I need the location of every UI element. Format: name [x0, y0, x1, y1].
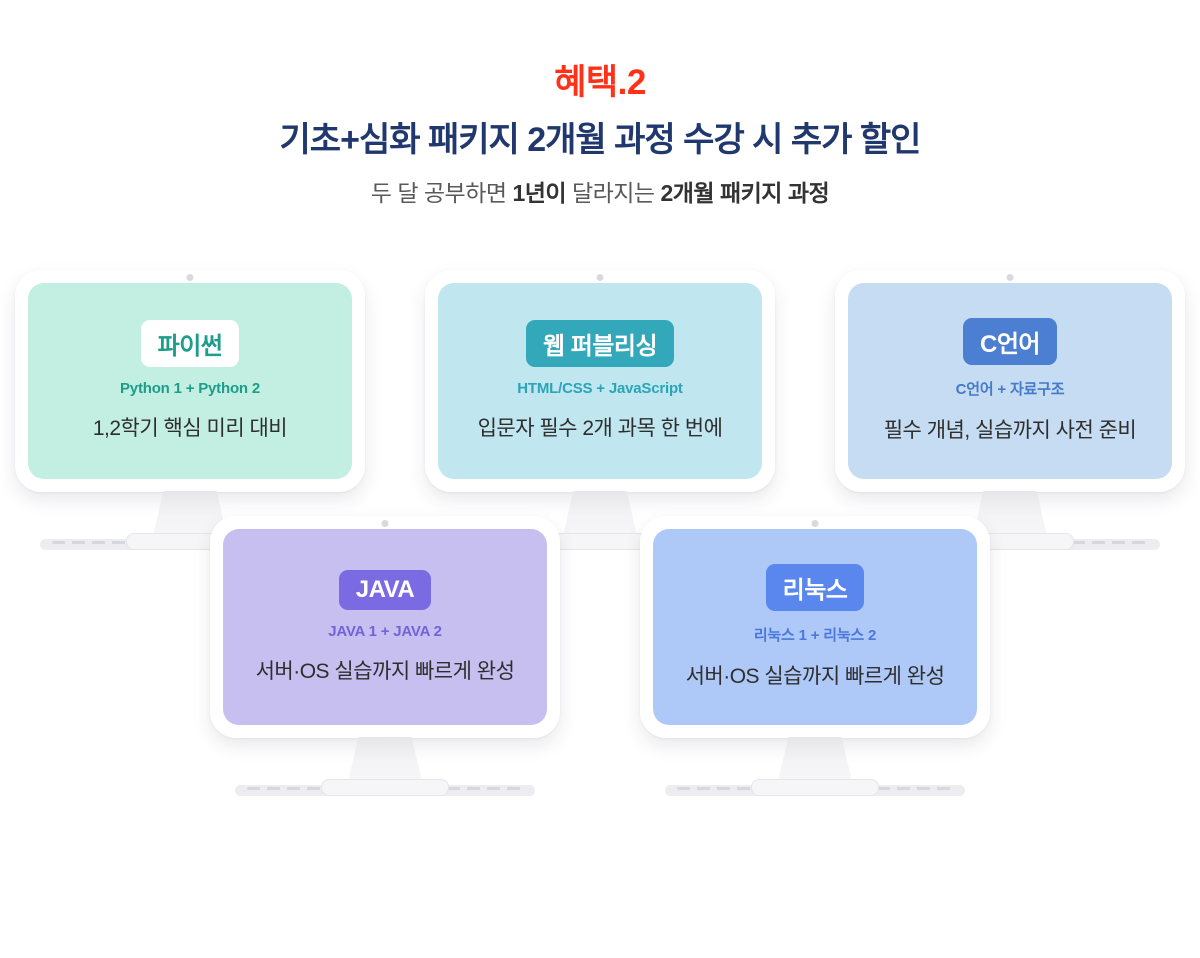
camera-dot-icon	[1006, 274, 1014, 281]
camera-dot-icon	[596, 274, 604, 281]
monitor-desk	[640, 779, 990, 804]
course-pair-label: Python 1 + Python 2	[120, 380, 260, 397]
course-pair-label: 리눅스 1 + 리눅스 2	[753, 627, 877, 644]
monitor-python: 파이썬 Python 1 + Python 2 1,2학기 핵심 미리 대비	[15, 270, 365, 558]
course-badge: 웹 퍼블리싱	[525, 320, 675, 367]
monitor-frame: C언어 C언어 + 자료구조 필수 개념, 실습까지 사전 준비	[835, 270, 1185, 492]
subtitle-part-highlight: 2개월 패키지 과정	[660, 180, 830, 206]
benefit-label: 혜택.2	[554, 63, 646, 102]
course-benefit-text: 1,2학기 핵심 미리 대비	[92, 417, 288, 440]
monitor-desk	[210, 779, 560, 804]
monitor-screen: 파이썬 Python 1 + Python 2 1,2학기 핵심 미리 대비	[28, 283, 352, 479]
course-pair-label: JAVA 1 + JAVA 2	[328, 622, 442, 640]
course-benefit-text: 서버·OS 실습까지 빠르게 완성	[255, 659, 515, 683]
subtitle-part: 두 달 공부하면	[370, 180, 513, 206]
course-badge: 리눅스	[765, 564, 865, 611]
course-badge: 파이썬	[140, 320, 240, 367]
course-pair-label: C언어 + 자료구조	[955, 381, 1065, 398]
page-title: 기초+심화 패키지 2개월 과정 수강 시 추가 할인	[279, 121, 922, 159]
monitor-web-publishing: 웹 퍼블리싱 HTML/CSS + JavaScript 입문자 필수 2개 과…	[425, 270, 775, 558]
monitor-stand-neck	[348, 737, 422, 782]
monitor-c-language: C언어 C언어 + 자료구조 필수 개념, 실습까지 사전 준비	[835, 270, 1185, 558]
monitor-stand-base	[321, 779, 449, 796]
monitor-stand-base	[751, 779, 879, 796]
course-badge: C언어	[963, 318, 1057, 365]
monitor-stand-neck	[778, 737, 852, 782]
monitor-frame: 리눅스 리눅스 1 + 리눅스 2 서버·OS 실습까지 빠르게 완성	[640, 516, 990, 738]
camera-dot-icon	[186, 274, 194, 281]
subtitle-part-highlight: 1년이	[512, 180, 567, 206]
course-benefit-text: 필수 개념, 실습까지 사전 준비	[883, 419, 1137, 442]
subtitle-part: 달라지는	[566, 180, 661, 206]
monitor-screen: C언어 C언어 + 자료구조 필수 개념, 실습까지 사전 준비	[848, 283, 1172, 479]
course-benefit-text: 서버·OS 실습까지 빠르게 완성	[685, 665, 945, 688]
monitor-screen: 웹 퍼블리싱 HTML/CSS + JavaScript 입문자 필수 2개 과…	[438, 283, 762, 479]
monitor-stand-neck	[563, 491, 637, 536]
course-pair-label: HTML/CSS + JavaScript	[517, 380, 683, 397]
monitor-frame: JAVA JAVA 1 + JAVA 2 서버·OS 실습까지 빠르게 완성	[210, 516, 560, 738]
monitor-linux: 리눅스 리눅스 1 + 리눅스 2 서버·OS 실습까지 빠르게 완성	[640, 516, 990, 804]
monitor-frame: 웹 퍼블리싱 HTML/CSS + JavaScript 입문자 필수 2개 과…	[425, 270, 775, 492]
course-benefit-text: 입문자 필수 2개 과목 한 번에	[477, 417, 723, 440]
camera-dot-icon	[381, 520, 389, 527]
monitor-screen: JAVA JAVA 1 + JAVA 2 서버·OS 실습까지 빠르게 완성	[223, 529, 547, 725]
monitor-java: JAVA JAVA 1 + JAVA 2 서버·OS 실습까지 빠르게 완성	[210, 516, 560, 804]
page-subtitle: 두 달 공부하면 1년이 달라지는 2개월 패키지 과정	[0, 174, 1200, 208]
camera-dot-icon	[811, 520, 819, 527]
monitor-frame: 파이썬 Python 1 + Python 2 1,2학기 핵심 미리 대비	[15, 270, 365, 492]
course-badge: JAVA	[338, 569, 432, 610]
monitor-screen: 리눅스 리눅스 1 + 리눅스 2 서버·OS 실습까지 빠르게 완성	[653, 529, 977, 725]
